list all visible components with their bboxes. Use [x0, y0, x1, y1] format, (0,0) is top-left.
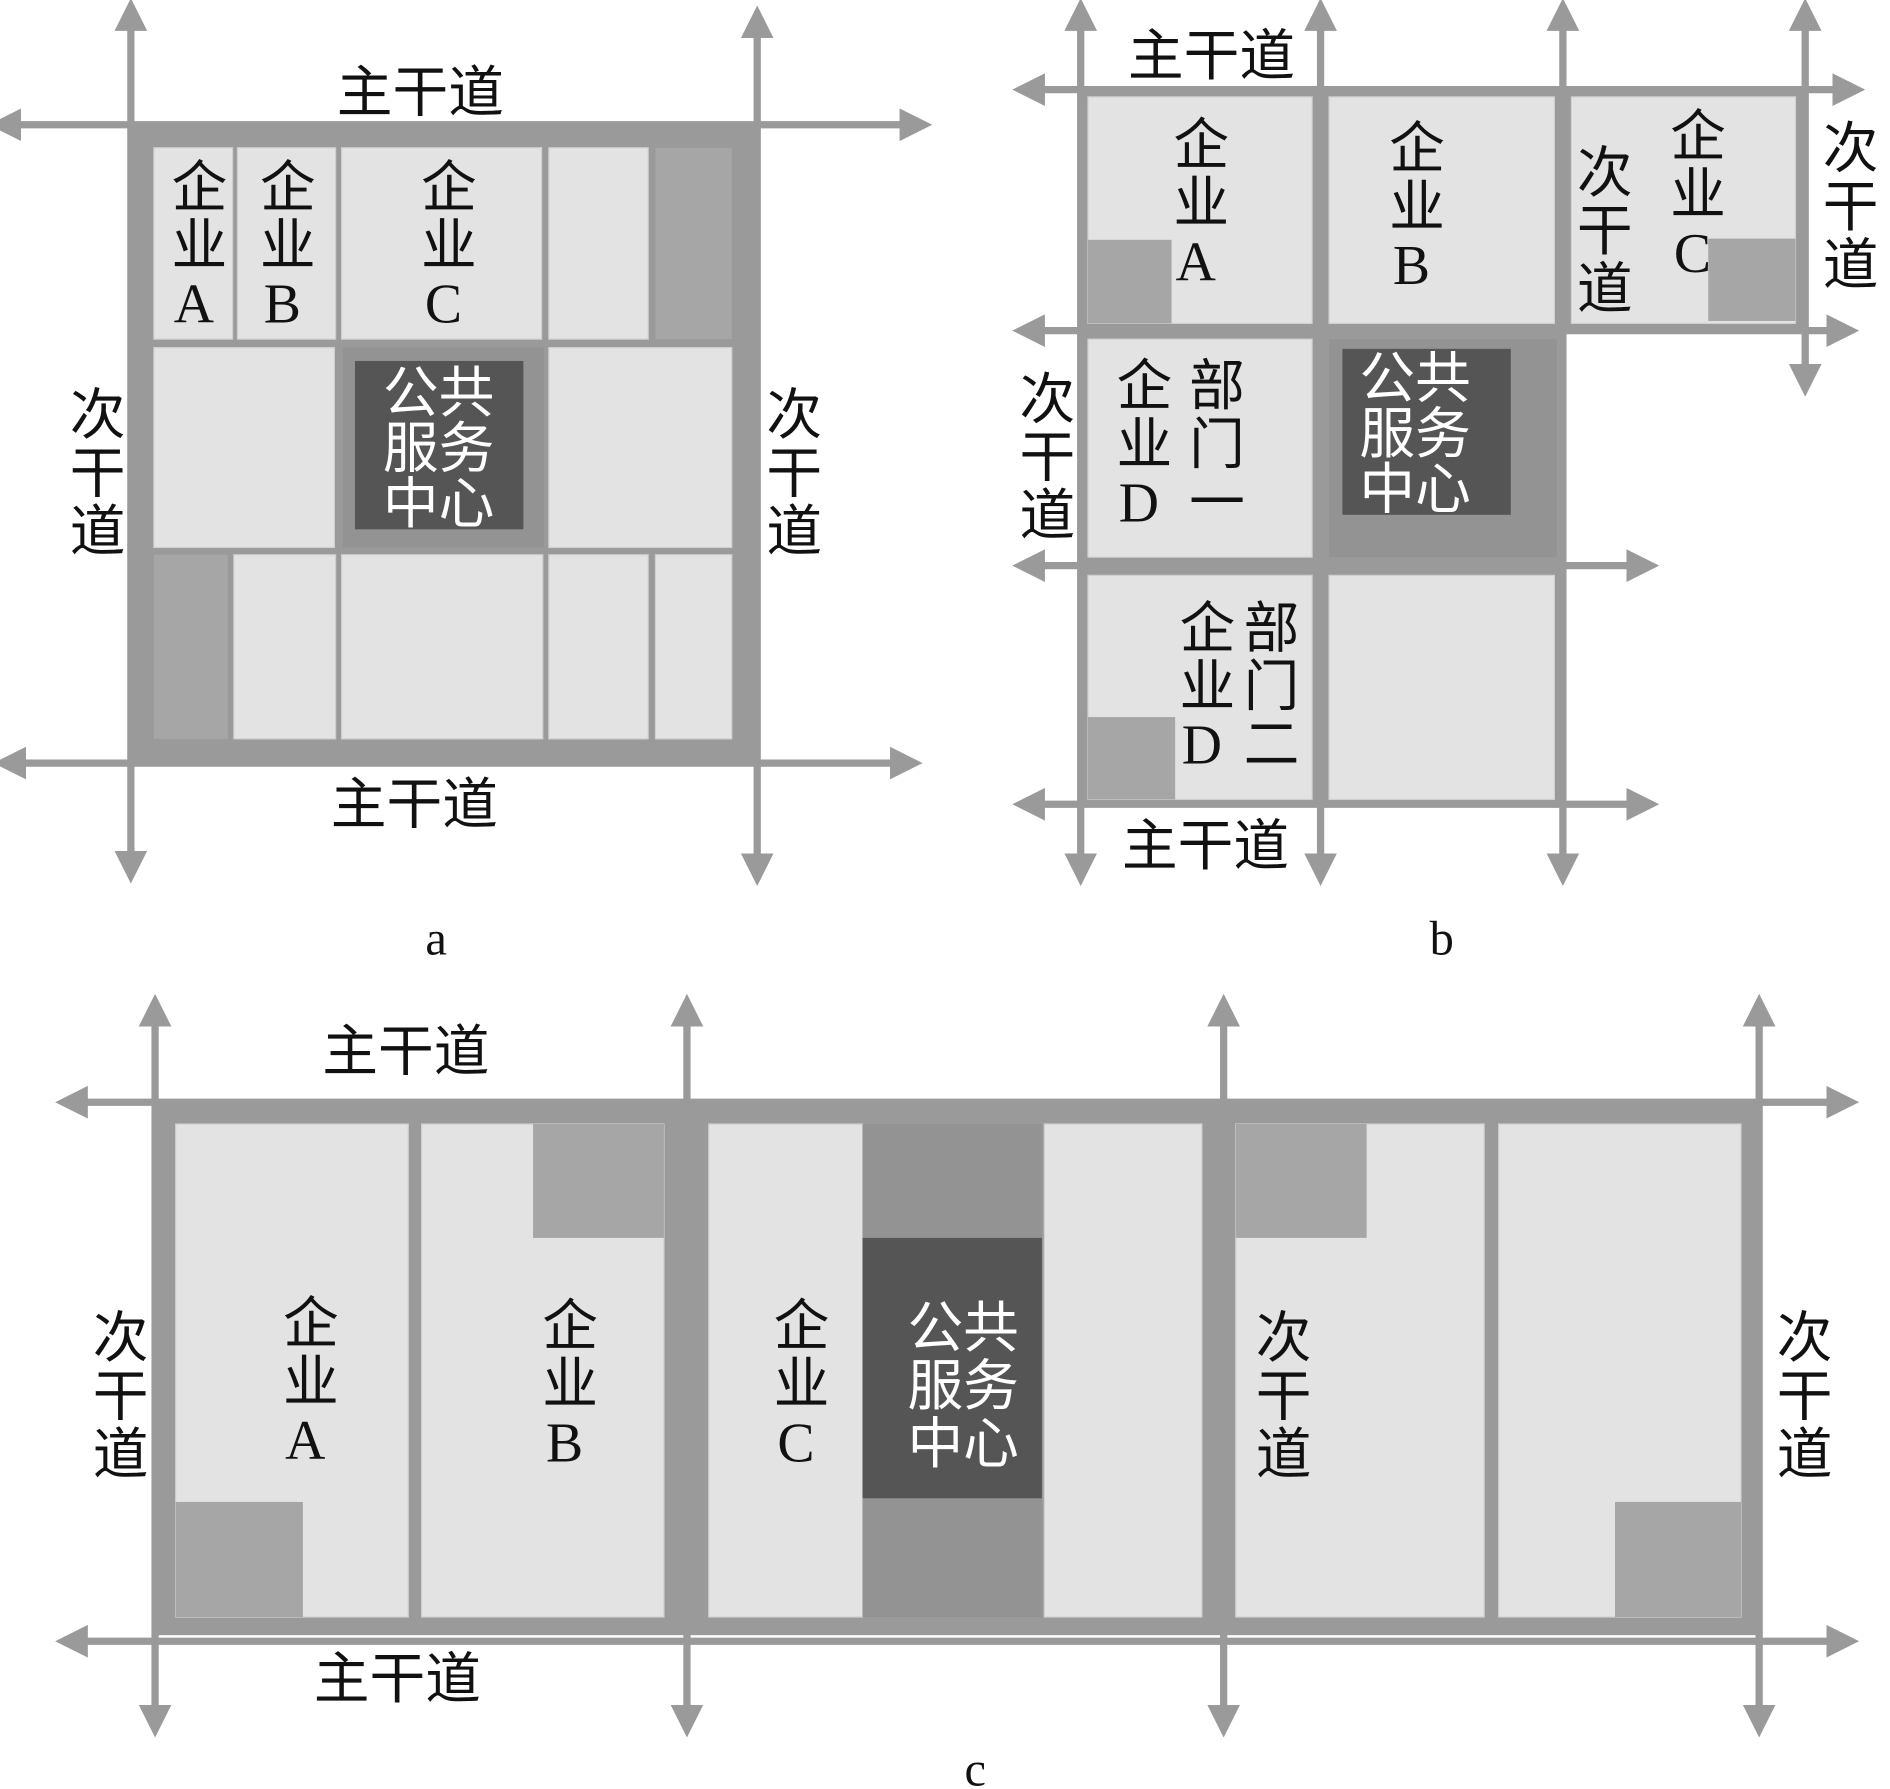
plot	[1328, 574, 1556, 801]
main-road-label: 主干道	[314, 1649, 481, 1711]
plot-enterprise-b	[1328, 96, 1556, 325]
enterprise-a-label: 企业A	[1165, 115, 1228, 296]
reserved-plot	[655, 147, 732, 340]
reserved-plot	[533, 1124, 664, 1238]
secondary-road-label: 次干道	[84, 1308, 146, 1482]
reserved-plot	[153, 554, 228, 739]
caption-a: a	[425, 912, 447, 965]
secondary-road-label: 次干道	[758, 385, 820, 559]
main-road-label: 主干道	[337, 62, 504, 124]
center-label: 中心	[1359, 460, 1470, 522]
department-2-label: 部门二	[1235, 598, 1297, 772]
plot-enterprise-c	[708, 1123, 864, 1618]
center-label: 公共	[1359, 348, 1470, 410]
enterprise-d-label: 企业D	[1108, 356, 1171, 537]
plot-enterprise-a	[153, 147, 234, 340]
enterprise-b-label: 企业B	[251, 157, 314, 338]
public-service-center	[862, 1237, 1042, 1499]
plot	[1043, 1123, 1203, 1618]
enterprise-c-label: 企业C	[412, 157, 475, 338]
secondary-road-label: 次干道	[1768, 1308, 1830, 1482]
enterprise-b-label: 企业B	[1380, 119, 1443, 300]
plot	[233, 554, 337, 740]
reserved-plot	[1614, 1501, 1741, 1618]
main-road-label: 主干道	[322, 1022, 489, 1084]
enterprise-b-label: 企业B	[534, 1296, 597, 1477]
main-road-label: 主干道	[1122, 816, 1289, 878]
center-label: 公共	[383, 363, 494, 425]
reserved-plot	[1087, 717, 1176, 800]
secondary-road-label: 次干道	[61, 385, 123, 559]
enterprise-a-label: 企业A	[274, 1294, 337, 1475]
secondary-road-label: 次干道	[1011, 369, 1073, 543]
reserved-plot	[1087, 239, 1172, 324]
secondary-road-label: 次干道	[1814, 119, 1876, 293]
secondary-road-label: 次干道	[1568, 143, 1630, 317]
center-label: 服务	[1359, 404, 1470, 466]
enterprise-a-label: 企业A	[163, 157, 226, 338]
plot-enterprise-c	[341, 147, 543, 340]
enterprise-c-label: 企业C	[765, 1296, 828, 1477]
plot-enterprise-b	[236, 147, 337, 340]
center-label: 服务	[383, 419, 494, 481]
plot	[548, 554, 649, 740]
plot	[341, 554, 544, 740]
plot	[548, 147, 649, 340]
main-road-label: 主干道	[331, 775, 498, 837]
enterprise-d-label: 企业D	[1171, 598, 1234, 779]
reserved-plot	[1708, 238, 1796, 321]
plot	[548, 347, 733, 549]
center-label: 中心	[907, 1414, 1018, 1476]
enterprise-c-label: 企业C	[1662, 107, 1725, 288]
reserved-plot	[1235, 1124, 1367, 1238]
caption-b: b	[1430, 912, 1454, 965]
panel-c: 主干道 主干道 次干道 次干道 次干道 企业A 企业B 企业C 公共 服务 中心…	[55, 993, 1860, 1789]
caption-c: c	[965, 1743, 987, 1789]
public-service-center	[1342, 348, 1511, 515]
department-1-label: 部门一	[1181, 356, 1243, 530]
reserved-plot	[175, 1501, 303, 1618]
public-service-center	[354, 360, 524, 530]
panel-b: 主干道 主干道 次干道 次干道 次干道 企业A 企业B 企业C 企业D 部门一 …	[1011, 0, 1876, 965]
center-label: 服务	[907, 1356, 1018, 1418]
plot	[153, 347, 335, 549]
panel-a: 主干道 主干道 次干道 次干道 企业A 企业B 企业C 公共 服务 中心 a	[0, 0, 933, 965]
secondary-road-label: 次干道	[1247, 1308, 1309, 1482]
center-label: 中心	[383, 474, 494, 536]
plot-enterprise-d-1	[1087, 338, 1313, 558]
main-road-label: 主干道	[1128, 26, 1295, 88]
center-label: 公共	[907, 1298, 1018, 1360]
plot	[654, 554, 733, 740]
